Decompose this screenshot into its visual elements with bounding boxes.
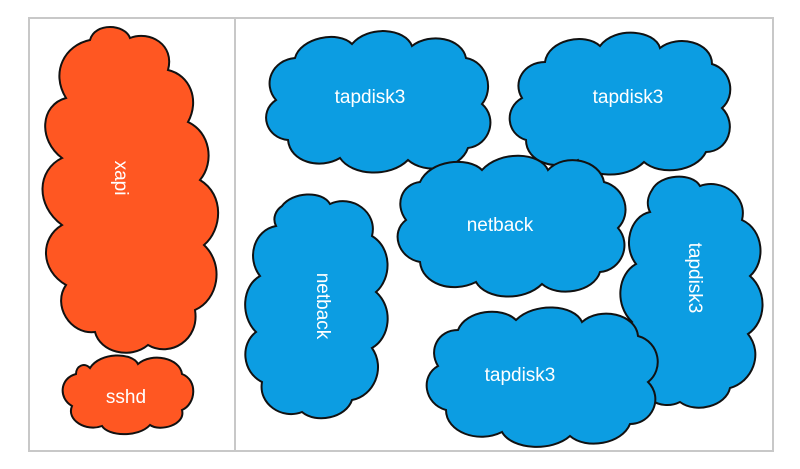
cloud-label-tapdisk3-4: tapdisk3 (485, 365, 556, 386)
cloud-xapi: xapi (41, 26, 220, 354)
cloud-label-netback-2: netback (312, 273, 333, 340)
cloud-label-tapdisk3-2: tapdisk3 (593, 87, 664, 108)
cloud-netback-1: netback (396, 154, 627, 298)
cloud-tapdisk3-2: tapdisk3 (508, 31, 732, 176)
cloud-tapdisk3-1: tapdisk3 (265, 30, 492, 174)
cloud-netback-2: netback (244, 193, 389, 420)
cloud-label-tapdisk3-1: tapdisk3 (335, 87, 406, 108)
cloud-label-xapi: xapi (110, 161, 131, 196)
cloud-tapdisk3-4: tapdisk3 (425, 306, 659, 448)
cloud-label-sshd: sshd (106, 387, 146, 408)
cloud-label-netback-1: netback (467, 215, 534, 236)
cloud-label-tapdisk3-3: tapdisk3 (684, 243, 705, 314)
cloud-sshd: sshd (61, 354, 195, 436)
